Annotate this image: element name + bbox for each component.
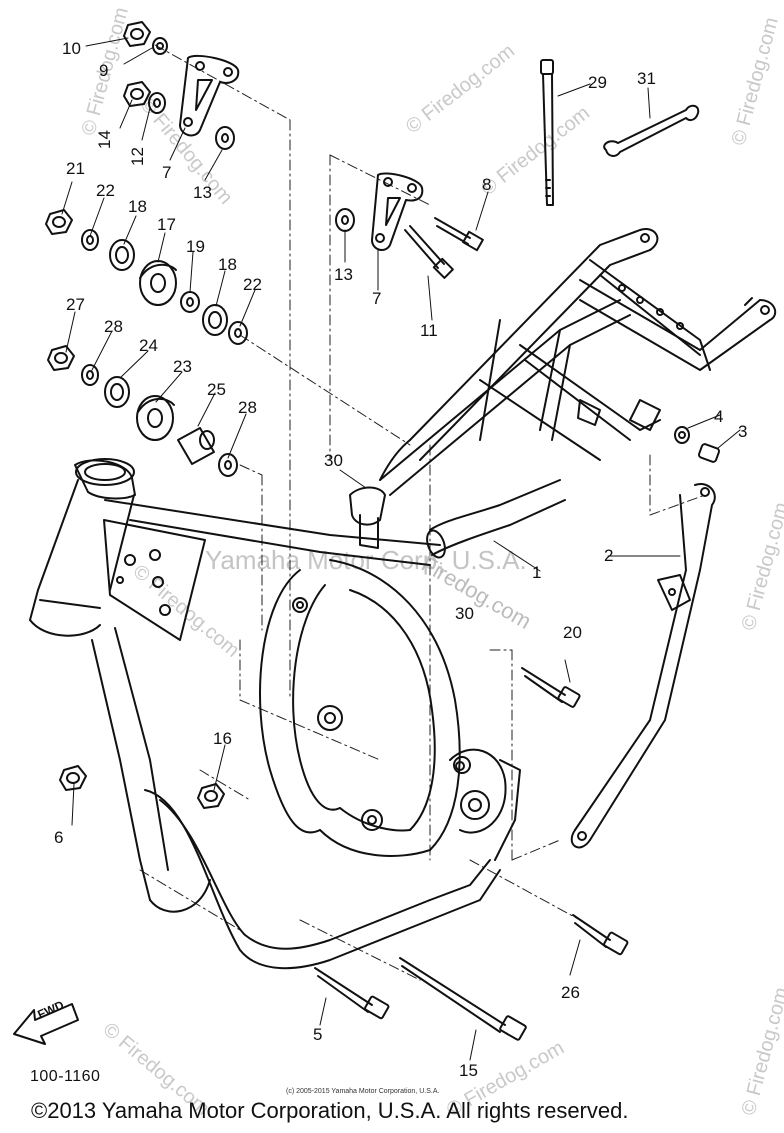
callout-18-upper: 18 [128,197,147,216]
callout-12: 12 [127,147,147,166]
callout-16: 16 [213,729,232,748]
copyright-notice: ©2013 Yamaha Motor Corporation, U.S.A. A… [31,1098,629,1123]
callout-1: 1 [532,563,542,582]
fwd-arrow [13,1003,79,1045]
callout-28-upper: 28 [104,317,123,336]
callout-31: 31 [637,69,656,88]
callout-13-right: 13 [334,265,353,284]
callout-15: 15 [459,1061,478,1080]
callout-23: 23 [173,357,192,376]
callout-30-lower: 30 [455,604,474,623]
alignment-lines [139,44,706,981]
callout-27: 27 [66,295,85,314]
callout-11: 11 [420,321,438,340]
callout-10: 10 [62,39,81,58]
drawing-code: 100-1160 [30,1068,101,1085]
callout-7-left: 7 [162,163,172,182]
part-2-rear-brace [570,483,716,849]
part-29-cable-tie [540,59,554,206]
callout-2: 2 [604,546,614,565]
callout-25: 25 [207,380,226,399]
callout-5: 5 [313,1025,323,1044]
callout-30: 30 [324,451,343,470]
callout-17: 17 [157,215,176,234]
callout-28-lower: 28 [238,398,257,417]
callout-22-upper: 22 [96,181,115,200]
bolts [314,217,721,1041]
part-31-tool [603,104,700,157]
callout-18-lower: 18 [218,255,237,274]
small-copyright: (c) 2005-2015 Yamaha Motor Corporation, … [286,1088,440,1095]
callout-26: 26 [561,983,580,1002]
callout-7-right: 7 [372,289,382,308]
callout-13-left: 13 [193,183,212,202]
callout-9: 9 [99,61,109,80]
callout-29: 29 [588,73,607,92]
callout-24: 24 [139,336,158,355]
main-frame [29,228,777,970]
watermark-corp: Yamaha Motor Corp, U.S.A. [205,545,527,575]
callout-19: 19 [186,237,205,256]
callout-8: 8 [482,175,492,194]
callout-22-lower: 22 [243,275,262,294]
small-parts [45,21,690,809]
callout-6: 6 [54,828,64,847]
callout-4: 4 [714,407,724,426]
leader-lines [61,37,741,1061]
callout-3: 3 [738,422,748,441]
engine-brackets [179,54,424,252]
callout-20: 20 [563,623,582,642]
callout-14: 14 [94,130,114,149]
callout-21: 21 [66,159,85,178]
